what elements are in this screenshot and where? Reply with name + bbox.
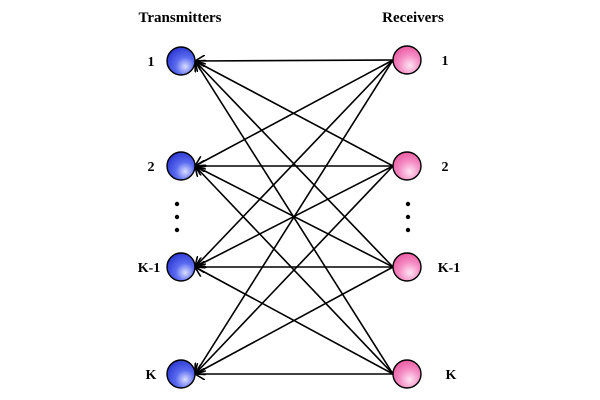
transmitter-label: 2 [148, 160, 155, 175]
receiver-circle [392, 45, 422, 75]
receiver-label: 2 [442, 160, 449, 175]
transmitter-label: 1 [148, 55, 155, 70]
transmitter-ellipsis [174, 201, 180, 233]
ellipsis-dot [405, 227, 411, 233]
link-receiver-4-to-transmitter-2 [195, 166, 394, 375]
transmitter-node-k: K [146, 359, 196, 389]
ellipsis-dot [405, 214, 411, 220]
link-receiver-4-to-transmitter-3 [195, 267, 394, 375]
receiver-label: K-1 [438, 261, 461, 276]
ellipsis-dot [405, 201, 411, 207]
transmitter-label: K [146, 368, 157, 383]
transmitter-node-1: 1 [148, 46, 196, 76]
transmitter-node-k-minus-1: K-1 [138, 252, 196, 282]
transmitter-circle [166, 46, 196, 76]
link-receiver-2-to-transmitter-1 [195, 61, 394, 167]
ellipsis-dot [174, 227, 180, 233]
transmitter-circle [166, 359, 196, 389]
receiver-label: K [446, 368, 457, 383]
receiver-circle [392, 252, 422, 282]
receiver-circle [392, 151, 422, 181]
link-receiver-1-to-transmitter-1 [195, 60, 394, 61]
ellipsis-dot [174, 201, 180, 207]
transmitter-label: K-1 [138, 261, 161, 276]
transmitter-node-2: 2 [148, 151, 196, 181]
receiver-node-k: K [392, 359, 457, 389]
transmitter-circle [166, 252, 196, 282]
link-receiver-3-to-transmitter-1 [195, 61, 394, 268]
receivers-header: Receivers [382, 10, 444, 26]
transmitters-header: Transmitters [138, 10, 221, 26]
ellipsis-dot [174, 214, 180, 220]
receiver-node-k-minus-1: K-1 [392, 252, 461, 282]
links-layer [195, 60, 394, 375]
receiver-node-2: 2 [392, 151, 449, 181]
transmitter-circle [166, 151, 196, 181]
receiver-node-1: 1 [392, 45, 449, 75]
receiver-ellipsis [405, 201, 411, 233]
receiver-label: 1 [442, 54, 449, 69]
receiver-circle [392, 359, 422, 389]
link-receiver-4-to-transmitter-1 [195, 61, 394, 375]
